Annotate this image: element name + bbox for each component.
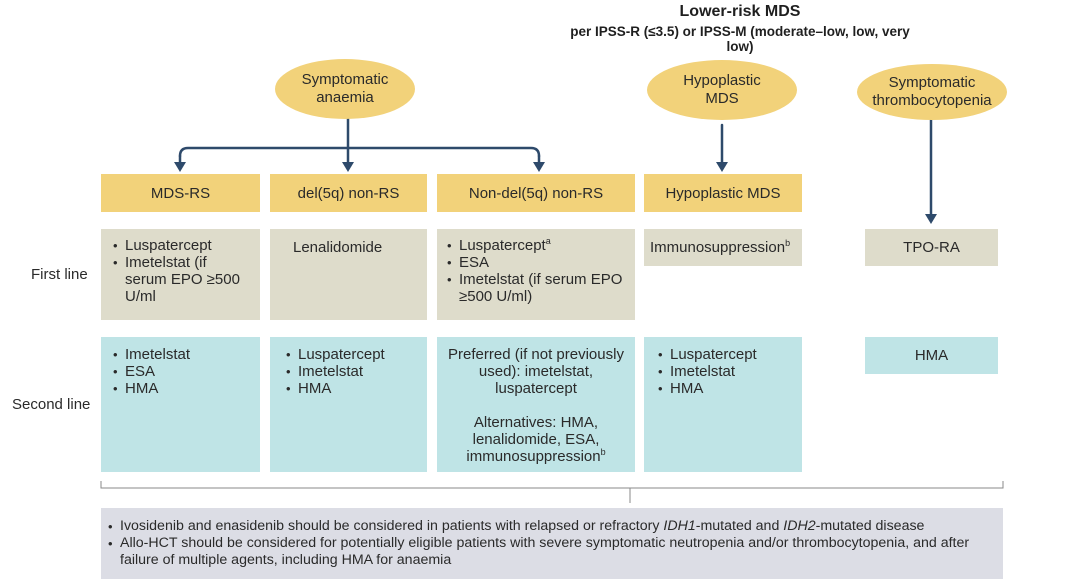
list-item: Luspatercepta xyxy=(447,237,627,255)
row-label-second-line: Second line xyxy=(12,396,91,413)
ellipse-hypoplastic-mds: Hypoplastic MDS xyxy=(647,60,797,120)
first-line-mds-rs: Luspatercept Imetelstat (if serum EPO ≥5… xyxy=(101,229,260,320)
ellipse-symptomatic-anaemia: Symptomatic anaemia xyxy=(275,59,415,119)
footer-bracket xyxy=(100,481,1004,503)
list-item: ESA xyxy=(447,254,627,271)
anaemia-branch-bar xyxy=(178,146,541,158)
first-line-del5q-text: Lenalidomide xyxy=(293,239,383,256)
second-line-nondel5q-preferred: Preferred (if not previously used): imet… xyxy=(448,346,624,397)
second-line-thrombocytopenia-text: HMA xyxy=(914,347,949,364)
arrowhead-mds-rs xyxy=(174,162,186,172)
category-del5q: del(5q) non-RS xyxy=(270,174,427,212)
footer-note-idh: Ivosidenib and enasidenib should be cons… xyxy=(108,518,995,535)
list-item: HMA xyxy=(286,380,419,397)
second-line-mds-rs: Imetelstat ESA HMA xyxy=(101,337,260,472)
category-hypoplastic-label: Hypoplastic MDS xyxy=(665,184,781,202)
arrowhead-hypoplastic xyxy=(716,162,728,172)
list-item: Luspatercept xyxy=(286,346,419,363)
list-item: Imetelstat xyxy=(113,346,252,363)
list-item: HMA xyxy=(658,380,794,397)
footer-note-allo-hct: Allo-HCT should be considered for potent… xyxy=(108,535,995,569)
second-line-nondel5q: Preferred (if not previously used): imet… xyxy=(437,337,635,472)
first-line-hypoplastic-text: Immunosuppression xyxy=(650,239,786,256)
diagram-title: Lower-risk MDS xyxy=(679,3,801,20)
diagram-subtitle: per IPSS-R (≤3.5) or IPSS-M (moderate–lo… xyxy=(570,24,910,54)
category-nondel5q: Non-del(5q) non-RS xyxy=(437,174,635,212)
ellipse-symptomatic-thrombocytopenia: Symptomatic thrombocytopenia xyxy=(857,64,1007,120)
list-item: ESA xyxy=(113,363,252,380)
ellipse-hypoplastic-mds-label: Hypoplastic MDS xyxy=(683,72,761,107)
arrowhead-nondel5q xyxy=(533,162,545,172)
ellipse-symptomatic-anaemia-label: Symptomatic anaemia xyxy=(301,71,389,106)
second-line-nondel5q-alternatives: Alternatives: HMA, lenalidomide, ESA, im… xyxy=(466,414,606,465)
category-mds-rs-label: MDS-RS xyxy=(150,184,211,202)
arrowhead-tpo-ra xyxy=(925,214,937,224)
second-line-thrombocytopenia: HMA xyxy=(865,337,998,374)
first-line-thrombocytopenia-text: TPO-RA xyxy=(903,239,960,256)
ellipse-symptomatic-thrombocytopenia-label: Symptomatic thrombocytopenia xyxy=(872,74,992,109)
second-line-hypoplastic: Luspatercept Imetelstat HMA xyxy=(644,337,802,472)
first-line-hypoplastic: Immunosuppressionb xyxy=(644,229,802,266)
category-del5q-label: del(5q) non-RS xyxy=(297,184,400,202)
category-hypoplastic: Hypoplastic MDS xyxy=(644,174,802,212)
list-item: HMA xyxy=(113,380,252,397)
list-item: Imetelstat xyxy=(286,363,419,380)
category-nondel5q-label: Non-del(5q) non-RS xyxy=(468,184,604,202)
second-line-del5q: Luspatercept Imetelstat HMA xyxy=(270,337,427,472)
row-label-first-line: First line xyxy=(31,266,88,283)
footer-notes: Ivosidenib and enasidenib should be cons… xyxy=(101,508,1003,579)
category-mds-rs: MDS-RS xyxy=(101,174,260,212)
list-item: Imetelstat (if serum EPO ≥500 U/ml) xyxy=(447,271,627,305)
first-line-nondel5q: Luspatercepta ESA Imetelstat (if serum E… xyxy=(437,229,635,320)
arrowhead-del5q xyxy=(342,162,354,172)
list-item: Luspatercept xyxy=(658,346,794,363)
list-item: Luspatercept xyxy=(113,237,252,254)
first-line-del5q: Lenalidomide xyxy=(270,229,427,320)
list-item: Imetelstat (if serum EPO ≥500 U/ml xyxy=(113,254,252,305)
first-line-thrombocytopenia: TPO-RA xyxy=(865,229,998,266)
list-item: Imetelstat xyxy=(658,363,794,380)
